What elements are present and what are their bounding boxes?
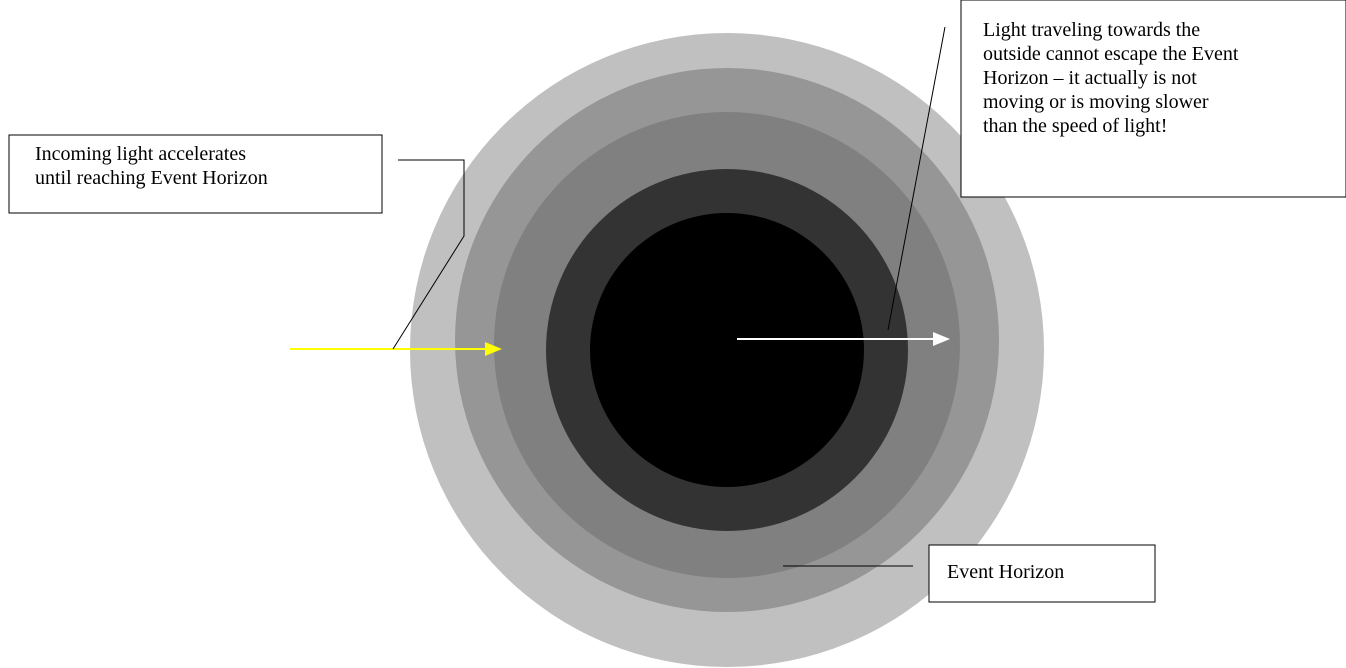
- incoming-light-arrow: [290, 342, 502, 356]
- black-hole-core: [590, 213, 864, 487]
- event-horizon-callout-box: [928, 544, 1156, 603]
- outgoing-light-callout-text: Light traveling towards the outside cann…: [983, 19, 1239, 137]
- event-horizon-callout-text: Event Horizon: [947, 561, 1065, 583]
- incoming-light-leader-line: [392, 159, 465, 350]
- incoming-light-callout-box: [8, 134, 383, 214]
- outgoing-light-leader-line: [887, 26, 946, 331]
- outgoing-light-callout-box: [960, 0, 1346, 198]
- incoming-light-callout-text: Incoming light accelerates until reachin…: [35, 143, 268, 189]
- outgoing-light-arrow: [737, 332, 950, 346]
